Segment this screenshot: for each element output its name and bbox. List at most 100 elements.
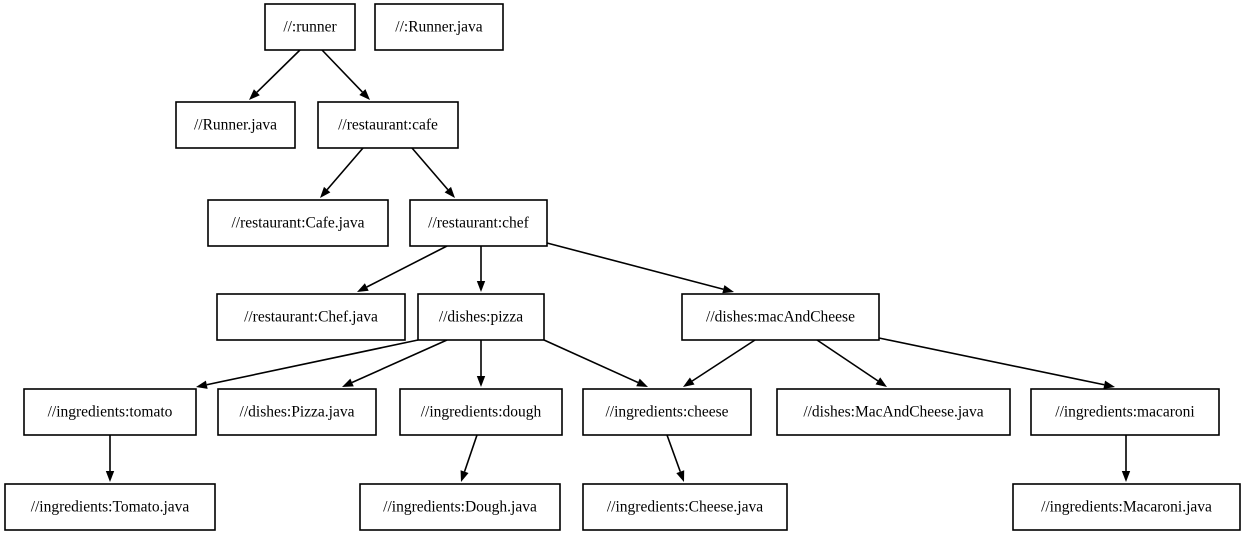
edge-restaurant_cafe-to-restaurant_chef bbox=[411, 147, 455, 198]
node-box[interactable] bbox=[217, 388, 377, 436]
graph-node-ing_dough[interactable]: //ingredients:dough bbox=[399, 388, 563, 436]
edge-arrowhead-icon bbox=[476, 376, 486, 387]
node-label: //:runner bbox=[283, 19, 337, 36]
graph-node-dough_java[interactable]: //ingredients:Dough.java bbox=[359, 483, 561, 531]
graph-node-root_runner_java[interactable]: //:Runner.java bbox=[374, 3, 504, 51]
edge-line bbox=[666, 434, 682, 472]
edge-layer bbox=[105, 49, 1131, 482]
edge-line bbox=[256, 49, 301, 93]
node-label: //restaurant:Chef.java bbox=[244, 309, 378, 326]
graph-node-cheese_java[interactable]: //ingredients:Cheese.java bbox=[582, 483, 788, 531]
graph-node-ing_cheese[interactable]: //ingredients:cheese bbox=[582, 388, 752, 436]
graph-node-runner[interactable]: //:runner bbox=[264, 3, 356, 51]
graph-node-chef_java[interactable]: //restaurant:Chef.java bbox=[216, 293, 406, 341]
edge-runner-to-restaurant_cafe bbox=[321, 49, 370, 100]
graph-node-ing_macaroni[interactable]: //ingredients:macaroni bbox=[1030, 388, 1220, 436]
edge-dishes_pizza-to-ing_dough bbox=[476, 340, 486, 387]
node-box[interactable] bbox=[264, 3, 356, 51]
edge-arrowhead-icon bbox=[722, 285, 734, 294]
node-label: //:Runner.java bbox=[395, 19, 483, 36]
node-box[interactable] bbox=[776, 388, 1011, 436]
node-box[interactable] bbox=[582, 483, 788, 531]
node-box[interactable] bbox=[23, 388, 197, 436]
node-box[interactable] bbox=[216, 293, 406, 341]
edge-ing_dough-to-dough_java bbox=[460, 434, 478, 482]
graph-node-tomato_java[interactable]: //ingredients:Tomato.java bbox=[4, 483, 216, 531]
edge-arrowhead-icon bbox=[105, 471, 115, 482]
edge-arrowhead-icon bbox=[476, 281, 486, 292]
edge-line bbox=[543, 339, 639, 384]
edge-arrowhead-icon bbox=[683, 377, 695, 387]
edge-arrowhead-icon bbox=[444, 186, 455, 198]
edge-line bbox=[546, 242, 724, 290]
node-box[interactable] bbox=[582, 388, 752, 436]
edge-arrowhead-icon bbox=[1121, 471, 1131, 482]
node-box[interactable] bbox=[1030, 388, 1220, 436]
node-box[interactable] bbox=[207, 199, 389, 247]
node-label: //dishes:Pizza.java bbox=[240, 404, 355, 421]
edge-dishes_pizza-to-ing_cheese bbox=[543, 339, 648, 387]
graph-node-ing_tomato[interactable]: //ingredients:tomato bbox=[23, 388, 197, 436]
node-box[interactable] bbox=[374, 3, 504, 51]
edge-arrowhead-icon bbox=[249, 89, 260, 100]
graph-node-restaurant_cafe[interactable]: //restaurant:cafe bbox=[317, 101, 459, 149]
edge-line bbox=[321, 49, 363, 93]
node-box[interactable] bbox=[681, 293, 880, 341]
edge-arrowhead-icon bbox=[676, 470, 685, 482]
graph-node-runner_java[interactable]: //Runner.java bbox=[175, 101, 296, 149]
edge-arrowhead-icon bbox=[359, 89, 370, 100]
edge-ing_macaroni-to-macaroni_java bbox=[1121, 435, 1131, 482]
node-label: //dishes:MacAndCheese.java bbox=[803, 404, 983, 421]
edge-dishes_mac-to-mac_java bbox=[816, 339, 887, 387]
edge-line bbox=[366, 245, 448, 288]
node-label: //restaurant:chef bbox=[428, 215, 530, 232]
graph-node-restaurant_chef[interactable]: //restaurant:chef bbox=[409, 199, 548, 247]
graph-node-pizza_java[interactable]: //dishes:Pizza.java bbox=[217, 388, 377, 436]
node-label: //ingredients:Tomato.java bbox=[31, 499, 190, 516]
edge-ing_tomato-to-tomato_java bbox=[105, 435, 115, 482]
node-box[interactable] bbox=[359, 483, 561, 531]
graph-node-macaroni_java[interactable]: //ingredients:Macaroni.java bbox=[1012, 483, 1241, 531]
node-label: //dishes:pizza bbox=[439, 309, 523, 326]
node-box[interactable] bbox=[417, 293, 545, 341]
node-label: //ingredients:Macaroni.java bbox=[1041, 499, 1212, 516]
edge-arrowhead-icon bbox=[636, 378, 648, 387]
edge-runner-to-runner_java bbox=[249, 49, 301, 100]
edge-arrowhead-icon bbox=[357, 283, 369, 292]
graph-node-mac_java[interactable]: //dishes:MacAndCheese.java bbox=[776, 388, 1011, 436]
node-label: //ingredients:macaroni bbox=[1055, 404, 1195, 421]
node-box[interactable] bbox=[317, 101, 459, 149]
edge-line bbox=[816, 339, 879, 382]
graph-node-cafe_java[interactable]: //restaurant:Cafe.java bbox=[207, 199, 389, 247]
edge-restaurant_chef-to-dishes_mac bbox=[546, 242, 734, 294]
edge-dishes_pizza-to-ing_tomato bbox=[196, 339, 419, 389]
edge-dishes_mac-to-ing_macaroni bbox=[878, 337, 1115, 389]
graph-node-dishes_pizza[interactable]: //dishes:pizza bbox=[417, 293, 545, 341]
node-label: //ingredients:Cheese.java bbox=[607, 499, 763, 516]
node-label: //ingredients:tomato bbox=[48, 404, 173, 421]
node-box[interactable] bbox=[175, 101, 296, 149]
node-box[interactable] bbox=[1012, 483, 1241, 531]
edge-arrowhead-icon bbox=[1103, 380, 1115, 389]
edge-arrowhead-icon bbox=[342, 378, 354, 387]
edge-line bbox=[351, 339, 448, 384]
node-label: //ingredients:dough bbox=[421, 404, 542, 421]
edge-restaurant_cafe-to-cafe_java bbox=[320, 147, 364, 198]
node-box[interactable] bbox=[399, 388, 563, 436]
node-label: //dishes:macAndCheese bbox=[706, 309, 855, 326]
edge-line bbox=[411, 147, 449, 191]
node-label: //restaurant:Cafe.java bbox=[232, 215, 365, 232]
node-box[interactable] bbox=[4, 483, 216, 531]
edge-restaurant_chef-to-chef_java bbox=[357, 245, 448, 292]
graph-node-dishes_mac[interactable]: //dishes:macAndCheese bbox=[681, 293, 880, 341]
edge-dishes_pizza-to-pizza_java bbox=[342, 339, 448, 387]
node-label: //Runner.java bbox=[194, 117, 277, 134]
edge-arrowhead-icon bbox=[460, 470, 469, 482]
node-box[interactable] bbox=[409, 199, 548, 247]
node-layer: //:runner //:Runner.java //Runner.java //re… bbox=[4, 3, 1241, 531]
edge-arrowhead-icon bbox=[320, 186, 331, 198]
edge-line bbox=[878, 337, 1105, 386]
edge-line bbox=[463, 434, 478, 472]
